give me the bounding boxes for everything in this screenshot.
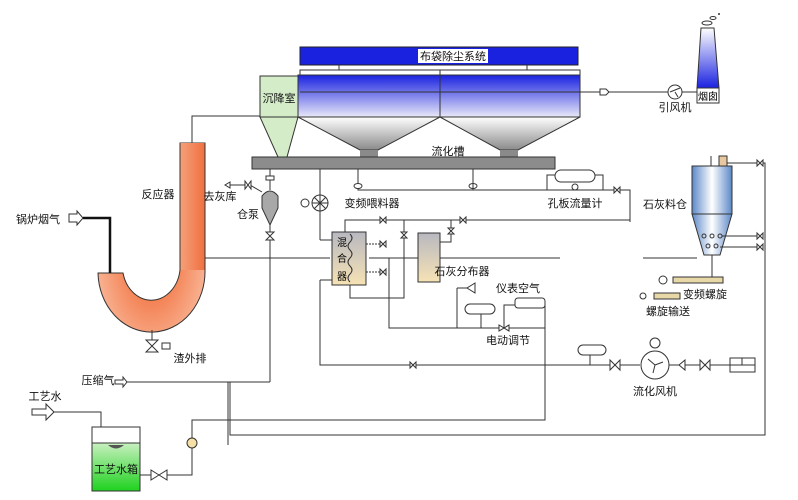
pump-valve-icon[interactable] bbox=[264, 231, 276, 241]
lime-distributor-label: 石灰分布器 bbox=[435, 264, 490, 278]
orifice-flowmeter-label: 孔板流量计 bbox=[548, 196, 603, 210]
instrument-air-arrow-icon bbox=[466, 282, 476, 294]
valve-icon[interactable] bbox=[409, 360, 417, 370]
fan-outlet-valve-icon[interactable] bbox=[609, 358, 621, 372]
lime-silo-label: 石灰料仓 bbox=[643, 197, 687, 211]
fluidizing-trough-label: 流化槽 bbox=[432, 144, 465, 158]
electric-control-valve-icon[interactable] bbox=[498, 324, 510, 332]
mixer-label-2: 合 bbox=[337, 252, 347, 265]
fluidizing-trough: 流化槽 bbox=[251, 144, 556, 170]
fan-receiver bbox=[577, 344, 607, 356]
screw-conveyor-label: 螺旋输送 bbox=[646, 304, 690, 318]
silo-air-valve-icon[interactable] bbox=[756, 158, 764, 252]
flow-valve-icon[interactable] bbox=[613, 185, 621, 195]
mixer-label-3: 器 bbox=[337, 271, 347, 283]
mixer-valve-icon[interactable] bbox=[379, 239, 387, 277]
boiler-flue-gas-label: 锅炉烟气 bbox=[16, 212, 60, 226]
process-water-tank: 工艺水箱 bbox=[91, 426, 141, 492]
chimney-label: 烟囱 bbox=[698, 90, 718, 103]
baghouse: 布袋除尘系统 bbox=[297, 46, 581, 158]
induced-fan: 引风机 bbox=[659, 84, 692, 114]
valve-icon[interactable] bbox=[379, 215, 387, 225]
silo-pump: 仓泵 bbox=[237, 169, 279, 227]
screw-conveyor: 螺旋输送 bbox=[639, 292, 690, 318]
chimney: 烟囱 bbox=[696, 13, 720, 104]
settling-chamber: 沉降室 bbox=[259, 75, 299, 158]
to-ash-silo-label: 去灰库 bbox=[204, 189, 237, 203]
valve-icon[interactable] bbox=[446, 227, 456, 235]
flow-arrow-icon bbox=[599, 88, 610, 96]
fluidizing-fan-label: 流化风机 bbox=[633, 384, 677, 398]
settling-chamber-label: 沉降室 bbox=[263, 91, 296, 105]
vfd-screw: 变频螺旋 bbox=[658, 275, 727, 301]
water-pump-icon bbox=[186, 437, 198, 449]
reactor: 反应器 bbox=[97, 142, 206, 333]
vfd-feeder: 变频喂料器 bbox=[300, 194, 400, 212]
instrument-air-label: 仪表空气 bbox=[496, 281, 540, 295]
mixer-label-1: 混 bbox=[337, 237, 347, 249]
mixer: 混 合 器 bbox=[331, 231, 367, 286]
process-water-tank-label: 工艺水箱 bbox=[94, 462, 138, 476]
vfd-screw-label: 变频螺旋 bbox=[683, 287, 727, 301]
orifice-flowmeter: 孔板流量计 bbox=[546, 169, 604, 210]
compressed-air-label: 压缩气 bbox=[82, 373, 115, 387]
silo-pump-label: 仓泵 bbox=[237, 207, 259, 221]
process-water-arrow-icon bbox=[31, 402, 55, 422]
process-water-label: 工艺水 bbox=[29, 390, 62, 403]
actuator bbox=[514, 297, 546, 309]
lime-distributor: 石灰分布器 bbox=[417, 232, 490, 283]
valve-icon[interactable] bbox=[459, 215, 467, 225]
baghouse-label: 布袋除尘系统 bbox=[420, 49, 486, 63]
fluidizing-fan: 流化风机 bbox=[633, 337, 677, 398]
ash-valve-icon[interactable] bbox=[244, 179, 252, 191]
reactor-label: 反应器 bbox=[142, 187, 175, 201]
fan-inlet-valve-icon[interactable] bbox=[699, 358, 711, 372]
valve-icon[interactable] bbox=[399, 231, 409, 239]
slag-valve-icon[interactable] bbox=[144, 339, 160, 353]
slag-discharge-label: 渣外排 bbox=[174, 351, 207, 365]
lime-silo: 石灰料仓 bbox=[643, 155, 733, 256]
pressure-instrument-icon bbox=[353, 183, 478, 189]
electric-control-label: 电动调节 bbox=[486, 334, 530, 347]
vfd-feeder-label: 变频喂料器 bbox=[345, 196, 400, 210]
induced-fan-label: 引风机 bbox=[659, 100, 692, 114]
air-receiver bbox=[464, 303, 496, 315]
inlet-arrow-icon bbox=[68, 209, 84, 227]
water-valve-icon[interactable] bbox=[150, 469, 168, 481]
